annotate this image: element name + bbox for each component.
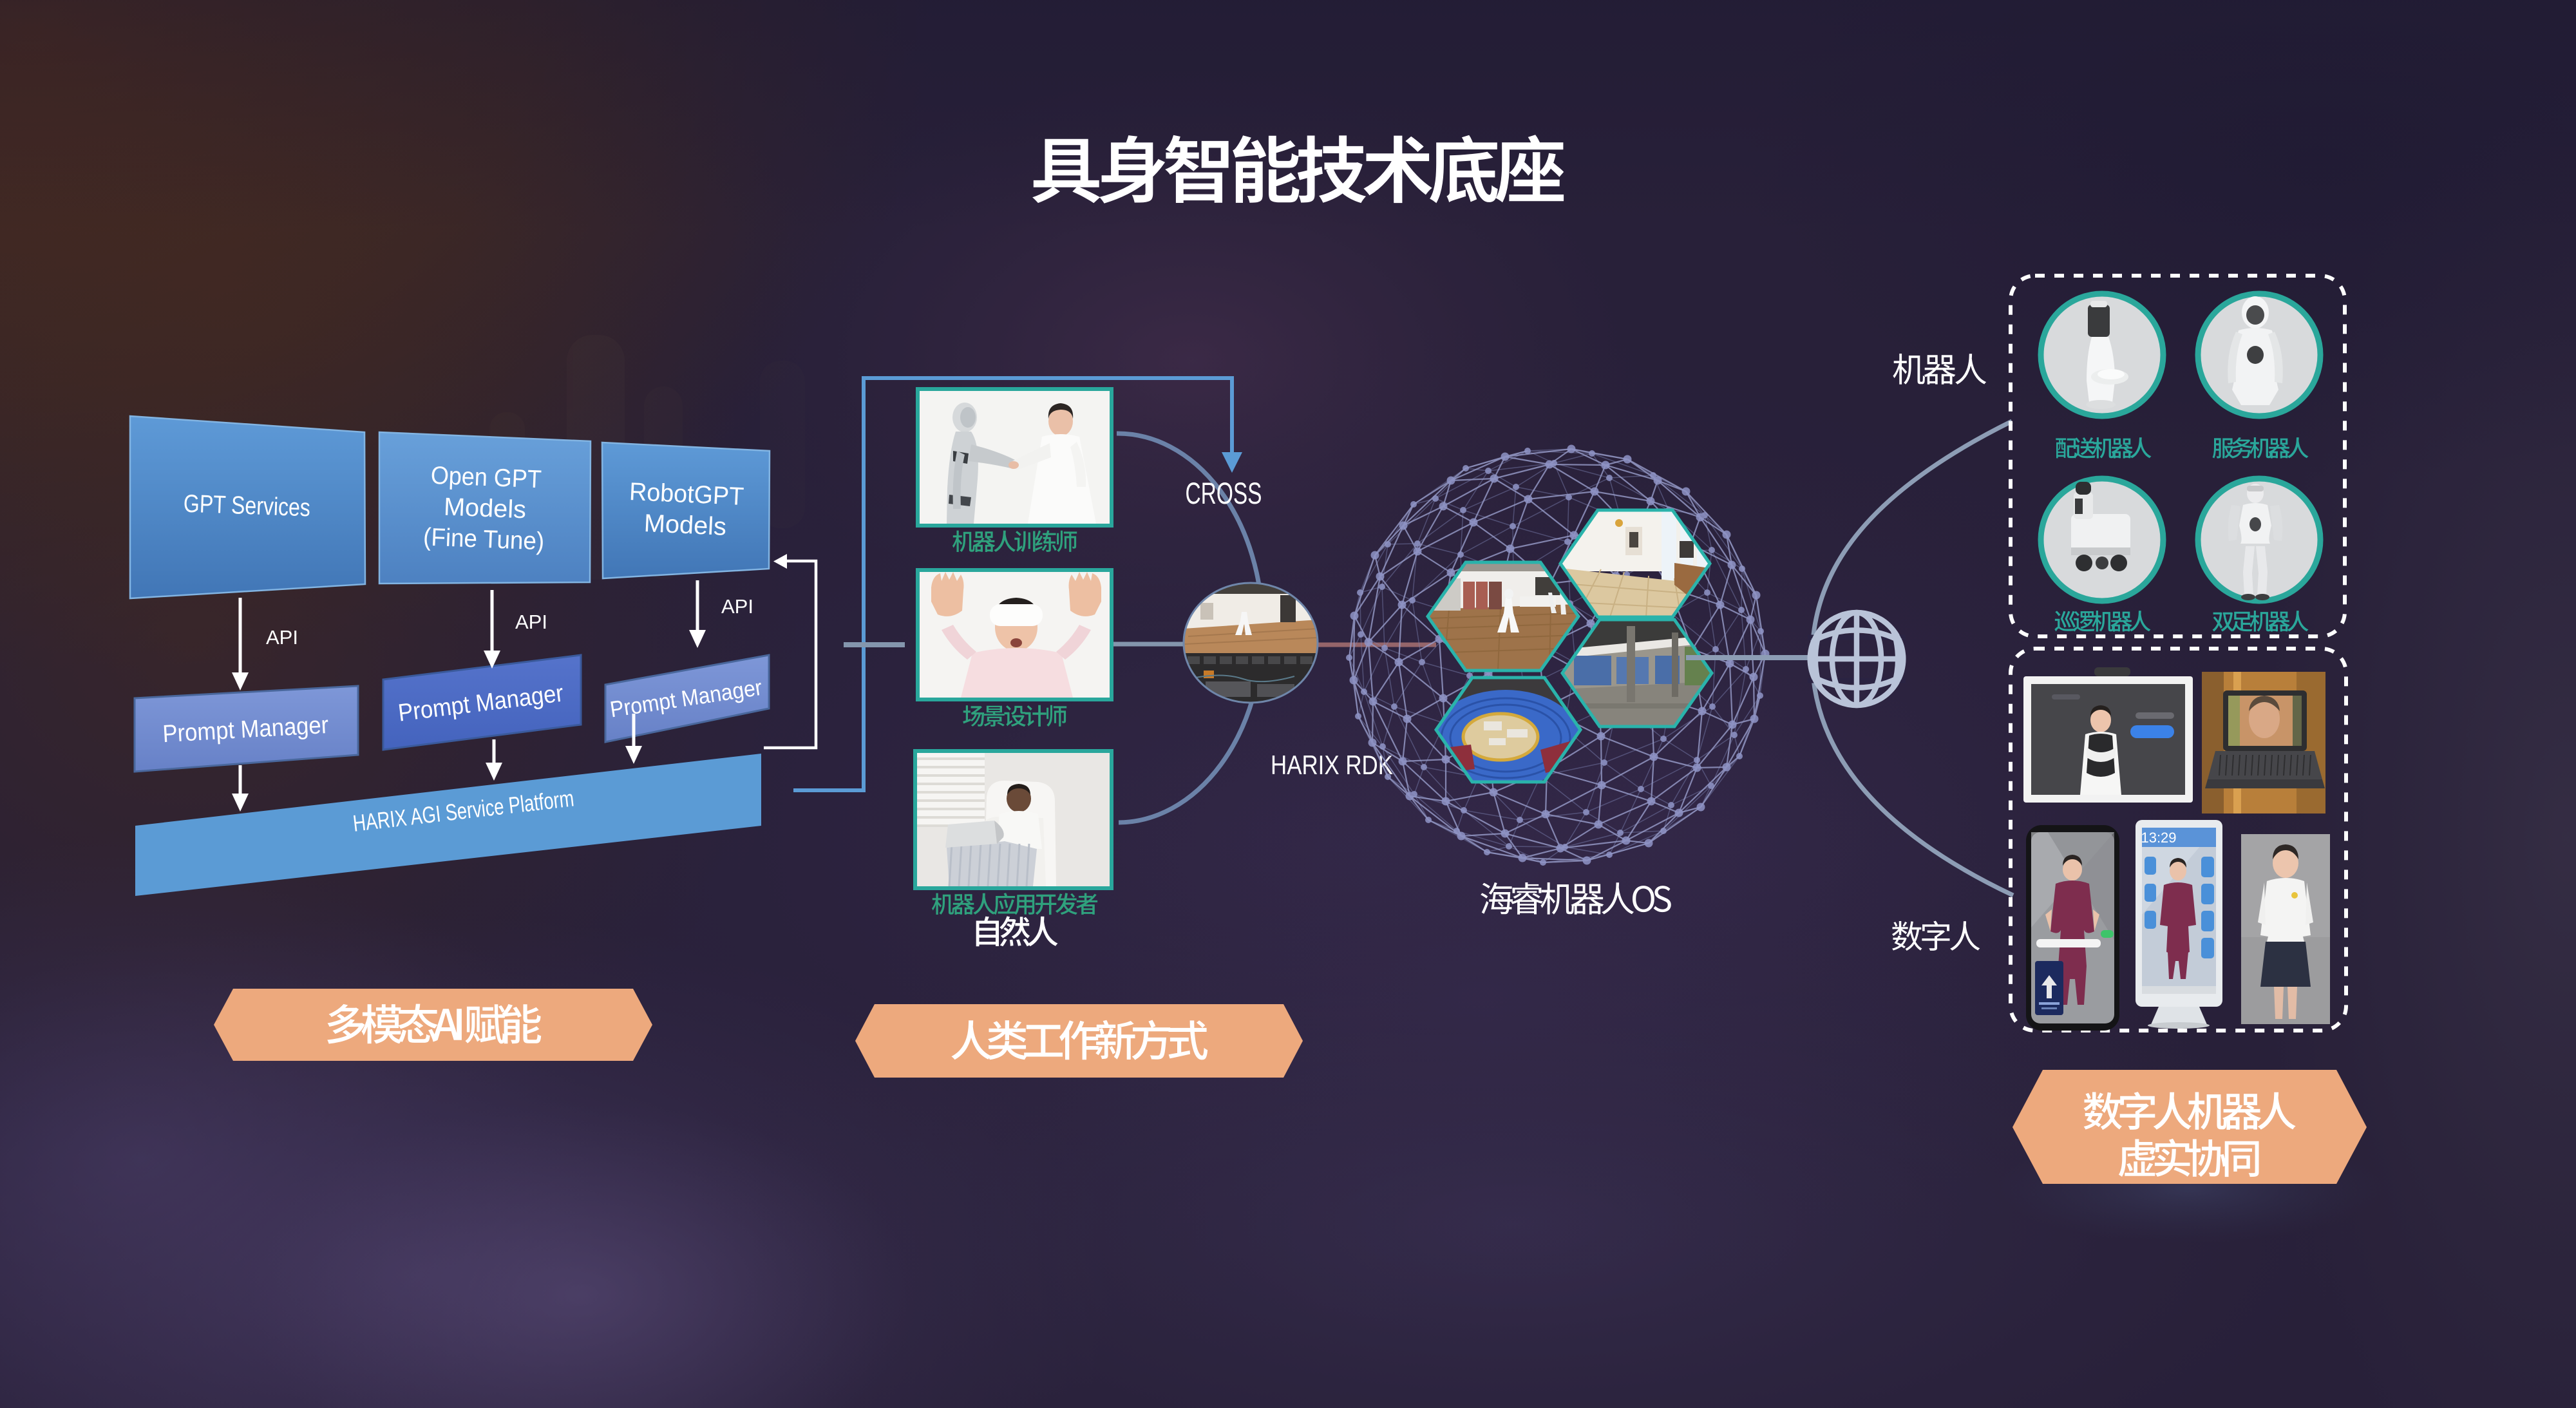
svg-text:API: API <box>721 595 753 618</box>
svg-text:API: API <box>266 626 298 649</box>
svg-text:API: API <box>515 611 547 633</box>
svg-text:RobotGPT: RobotGPT <box>629 478 744 511</box>
svg-text:Models: Models <box>643 509 727 541</box>
svg-text:13:29: 13:29 <box>2141 830 2176 846</box>
svg-text:Open GPT: Open GPT <box>430 462 542 494</box>
svg-text:HARIX RDK: HARIX RDK <box>1271 750 1393 780</box>
svg-text:GPT Services: GPT Services <box>183 490 310 522</box>
svg-text:Models: Models <box>443 493 527 524</box>
svg-text:CROSS: CROSS <box>1186 477 1262 511</box>
svg-text:(Fine Tune): (Fine Tune) <box>422 523 545 555</box>
